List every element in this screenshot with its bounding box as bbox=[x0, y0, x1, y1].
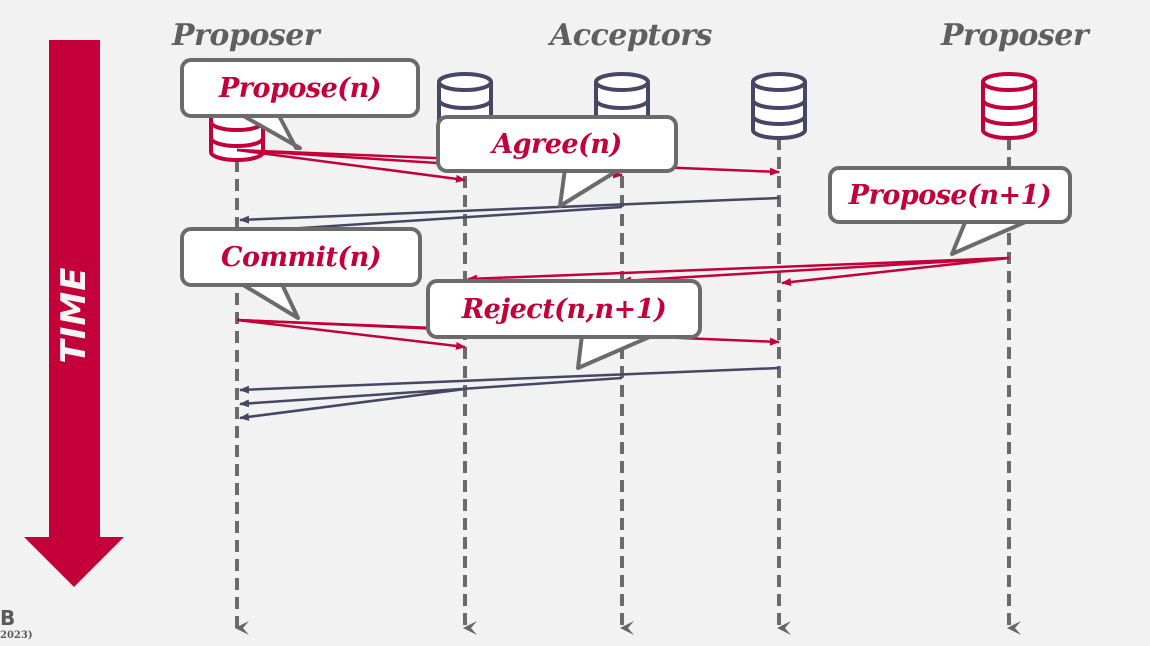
bubble-propose-n-text: Propose(n) bbox=[219, 72, 381, 104]
bubble-tail-propose-n1 bbox=[950, 218, 1032, 256]
bubble-reject: Reject(n,n+1) bbox=[426, 279, 702, 339]
message-propose-n1-a1 bbox=[467, 256, 1010, 283]
bubble-agree-n: Agree(n) bbox=[436, 115, 678, 173]
bubble-commit-n-text: Commit(n) bbox=[220, 241, 382, 273]
bubble-propose-n: Propose(n) bbox=[180, 58, 420, 118]
bubble-commit-n: Commit(n) bbox=[180, 227, 422, 287]
message-reject-a2 bbox=[239, 376, 623, 408]
time-arrow-shaft bbox=[49, 40, 100, 540]
message-agree-n-a3 bbox=[239, 196, 780, 224]
bubble-agree-n-text: Agree(n) bbox=[492, 128, 622, 160]
time-arrow-head bbox=[24, 537, 124, 587]
bubble-reject-text: Reject(n,n+1) bbox=[461, 293, 667, 325]
message-propose-n-a1 bbox=[236, 148, 466, 183]
database-icon bbox=[751, 72, 807, 140]
message-reject-a3 bbox=[239, 366, 780, 394]
message-reject-a1 bbox=[239, 387, 466, 421]
bubble-tail-agree-n bbox=[558, 167, 622, 208]
message-propose-n1-a2 bbox=[621, 256, 1010, 285]
bubble-propose-n1: Propose(n+1) bbox=[828, 166, 1072, 224]
footer-year-fragment: 2023) bbox=[0, 630, 33, 641]
acceptors-label: Acceptors bbox=[550, 18, 712, 53]
proposer-right-label: Proposer bbox=[941, 18, 1089, 53]
bubble-tail-reject bbox=[576, 333, 656, 370]
bubble-propose-n1-text: Propose(n+1) bbox=[848, 179, 1052, 211]
message-propose-n1-a3 bbox=[781, 256, 1010, 286]
message-commit-n-a1 bbox=[236, 318, 466, 350]
footer-logo-fragment: B bbox=[0, 606, 16, 630]
database-icon bbox=[981, 72, 1037, 140]
proposer-left-label: Proposer bbox=[172, 18, 320, 53]
